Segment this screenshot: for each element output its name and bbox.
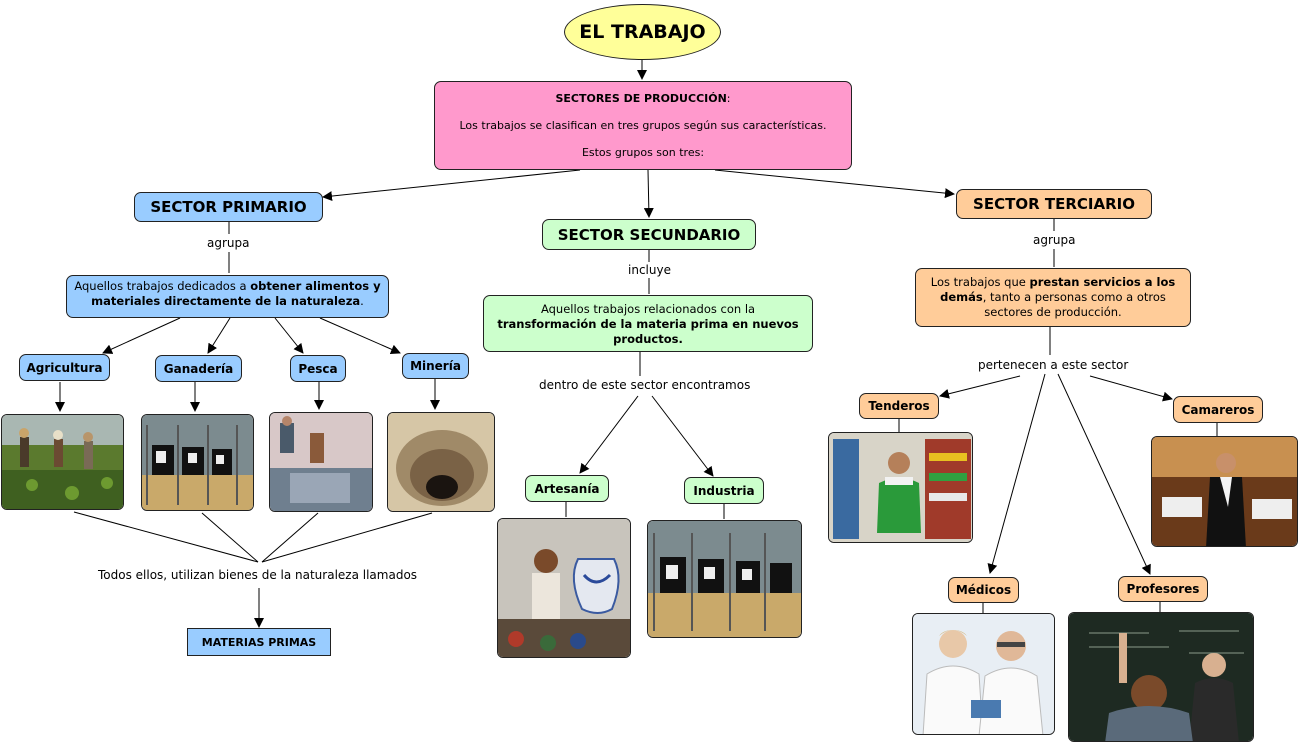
secundario-desc-text: Aquellos trabajos relacionados con la: [540, 302, 756, 316]
agricultura-photo: [1, 414, 124, 510]
item-pesca: Pesca: [290, 355, 346, 382]
item-ganaderia: Ganadería: [155, 355, 242, 382]
primario-desc-end: .: [360, 294, 364, 308]
camareros-photo: [1151, 436, 1298, 547]
primario-desc-bold: obtener alimentos y materiales directame…: [91, 279, 381, 308]
profesores-photo: [1068, 612, 1254, 742]
item-medicos: Médicos: [948, 577, 1019, 603]
primario-link-label: agrupa: [205, 236, 252, 250]
item-industria: Industria: [684, 477, 764, 504]
mineria-photo: [387, 412, 495, 512]
sectors-intro-box: SECTORES DE PRODUCCIÓN: Los trabajos se …: [434, 81, 852, 170]
terciario-description: Los trabajos que prestan servicios a los…: [915, 268, 1191, 327]
item-agricultura: Agricultura: [19, 354, 110, 381]
primario-desc-text: Aquellos trabajos dedicados a: [74, 279, 251, 293]
item-camareros: Camareros: [1173, 396, 1263, 423]
ganaderia-photo: [141, 414, 254, 511]
intro-line-1: Los trabajos se clasifican en tres grupo…: [459, 119, 827, 132]
industria-photo: [647, 520, 802, 638]
sector-secundario: SECTOR SECUNDARIO: [542, 219, 756, 250]
terciario-desc-bold: prestan servicios a los demás: [940, 275, 1176, 304]
item-tenderos: Tenderos: [859, 393, 939, 419]
pesca-photo: [269, 412, 373, 512]
materias-primas-box: MATERIAS PRIMAS: [187, 628, 331, 656]
sector-primario: SECTOR PRIMARIO: [134, 192, 323, 222]
item-artesania: Artesanía: [525, 475, 609, 502]
primario-description: Aquellos trabajos dedicados a obtener al…: [66, 275, 389, 318]
terciario-link2-label: pertenecen a este sector: [976, 358, 1131, 372]
artesania-photo: [497, 518, 631, 658]
item-profesores: Profesores: [1118, 576, 1208, 602]
primario-bottom-link: Todos ellos, utilizan bienes de la natur…: [96, 568, 420, 582]
main-title: EL TRABAJO: [564, 4, 721, 60]
sector-terciario: SECTOR TERCIARIO: [956, 189, 1152, 219]
terciario-desc-end: , tanto a personas como a otros sectores…: [982, 290, 1166, 319]
intro-line-2: Estos grupos son tres:: [581, 146, 705, 159]
tenderos-photo: [828, 432, 973, 543]
terciario-desc-text: Los trabajos que: [930, 275, 1030, 289]
secundario-link2-label: dentro de este sector encontramos: [537, 378, 753, 392]
secundario-description: Aquellos trabajos relacionados con la tr…: [483, 295, 813, 352]
terciario-link-label: agrupa: [1031, 233, 1078, 247]
intro-heading-line: SECTORES DE PRODUCCIÓN:: [555, 92, 730, 105]
item-mineria: Minería: [402, 353, 469, 379]
medicos-photo: [912, 613, 1055, 735]
intro-heading-suffix: :: [726, 92, 731, 105]
intro-heading: SECTORES DE PRODUCCIÓN: [555, 92, 727, 105]
secundario-link-label: incluye: [626, 263, 673, 277]
secundario-desc-bold: transformación de la materia prima en nu…: [497, 317, 799, 346]
